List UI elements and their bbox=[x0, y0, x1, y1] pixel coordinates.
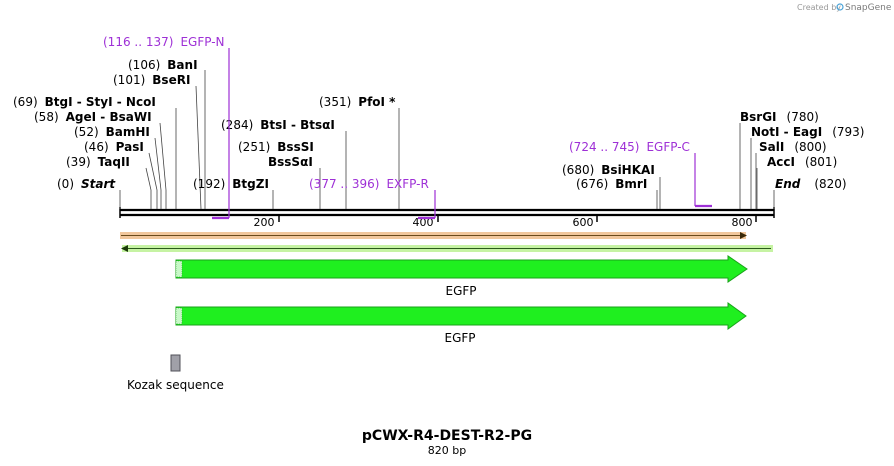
enzyme-label: SalI(800) bbox=[759, 140, 827, 154]
enzyme-label: (680)BsiHKAI bbox=[562, 163, 655, 177]
ruler-tick-label: 800 bbox=[732, 216, 753, 229]
enzyme-label: (39)TaqII bbox=[66, 155, 130, 169]
enzyme-label: (58)AgeI - BsaWI bbox=[34, 110, 152, 124]
snapgene-logo: SnapGene bbox=[836, 3, 892, 13]
kozak-feature[interactable] bbox=[170, 354, 181, 372]
enzyme-label: (0)Start bbox=[57, 177, 116, 191]
egfp-feature-1-label: EGFP bbox=[445, 284, 476, 298]
primers: (116 .. 137)EGFP-N (377 .. 396)EXFP-R (7… bbox=[103, 35, 712, 220]
ruler-tick-label: 600 bbox=[573, 216, 594, 229]
backbone bbox=[119, 207, 775, 218]
enzyme-label: (251)BssSI bbox=[238, 140, 314, 154]
ruler: 200 400 600 800 bbox=[254, 215, 757, 229]
enzyme-label: (46)PasI bbox=[84, 140, 144, 154]
plasmid-length: 820 bp bbox=[428, 444, 466, 457]
enzyme-label: BsrGI(780) bbox=[740, 110, 819, 124]
enzyme-label: (676)BmrI bbox=[576, 177, 647, 191]
egfp-feature-2-label: EGFP bbox=[444, 331, 475, 345]
snapgene-logo-text: SnapGene bbox=[845, 3, 892, 13]
enzyme-label: (106)BanI bbox=[128, 58, 198, 72]
primer-label-egfp-n: (116 .. 137)EGFP-N bbox=[103, 35, 225, 49]
enzyme-label: (192)BtgZI bbox=[193, 177, 269, 191]
enzyme-label: NotI - EagI(793) bbox=[751, 125, 864, 139]
enzyme-label: (101)BseRI bbox=[113, 73, 190, 87]
enzyme-label: AccI(801) bbox=[767, 155, 837, 169]
green-reverse-arrow bbox=[121, 245, 773, 252]
ruler-tick-label: 200 bbox=[254, 216, 275, 229]
enzyme-label: End(820) bbox=[775, 177, 847, 191]
primer-label-exfp-r: (377 .. 396)EXFP-R bbox=[309, 177, 429, 191]
egfp-feature-2[interactable] bbox=[175, 302, 747, 330]
egfp-feature-1[interactable] bbox=[175, 255, 748, 283]
enzyme-labels: (0)Start (39)TaqII (46)PasI (52)BamHI (5… bbox=[13, 58, 864, 191]
plasmid-name: pCWX-R4-DEST-R2-PG bbox=[362, 428, 532, 444]
orange-forward-arrow bbox=[120, 232, 747, 239]
ruler-tick-label: 400 bbox=[413, 216, 434, 229]
kozak-feature-label: Kozak sequence bbox=[127, 378, 224, 392]
created-by-label: Created by bbox=[797, 3, 841, 12]
enzyme-label: (284)BtsI - BtsαI bbox=[221, 118, 335, 132]
enzyme-label: BssSαI bbox=[268, 155, 313, 169]
enzyme-label: (69)BtgI - StyI - NcoI bbox=[13, 95, 156, 109]
enzyme-connectors bbox=[119, 70, 775, 210]
enzyme-label: (52)BamHI bbox=[74, 125, 150, 139]
enzyme-label: (351)PfoI * bbox=[319, 95, 396, 109]
primer-label-egfp-c: (724 .. 745)EGFP-C bbox=[569, 140, 690, 154]
